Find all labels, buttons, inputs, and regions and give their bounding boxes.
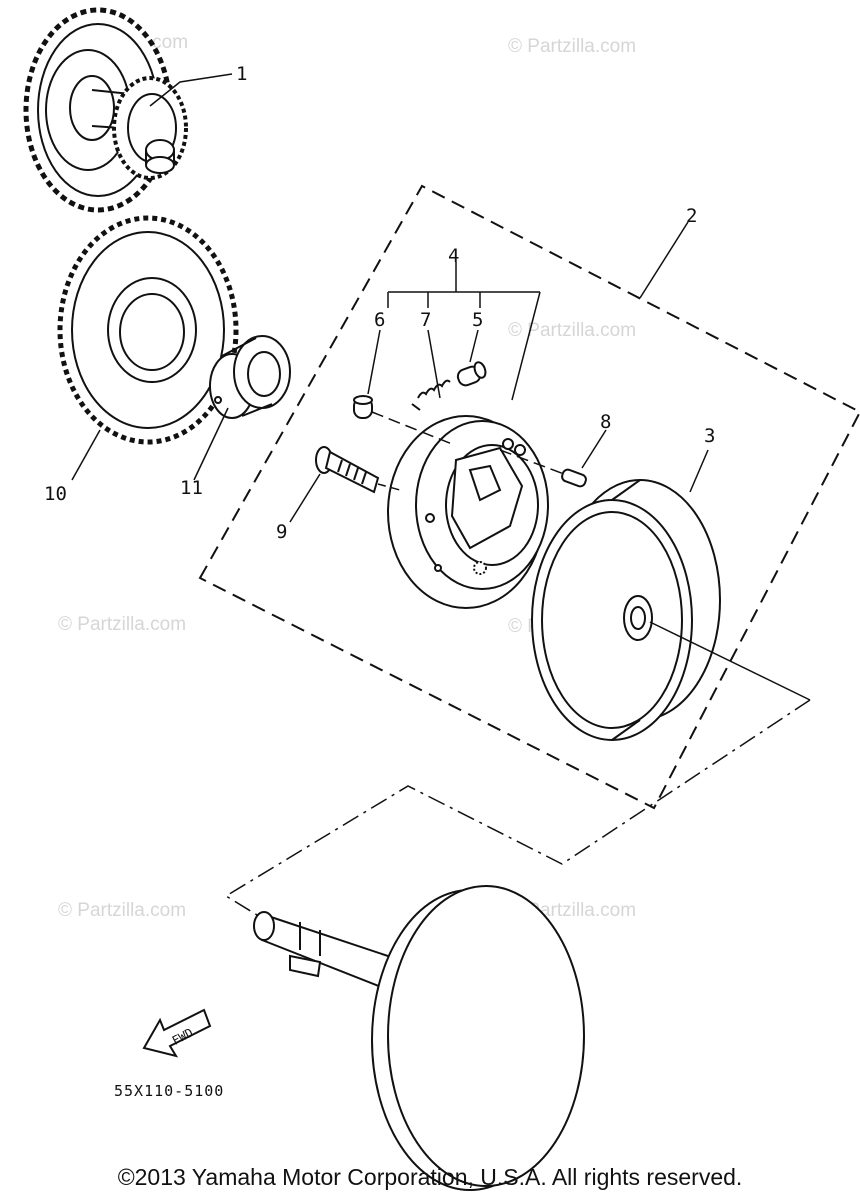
fwd-arrow: FWD bbox=[142, 1008, 212, 1058]
callout-11: 11 bbox=[180, 477, 203, 499]
diagram-part-code: 55X110-5100 bbox=[114, 1082, 224, 1100]
callout-labels: 1 2 3 4 5 6 7 8 9 10 11 bbox=[44, 63, 715, 543]
part-clutch-body bbox=[387, 415, 549, 609]
callout-1: 1 bbox=[236, 63, 247, 85]
part-5-plunger bbox=[456, 361, 487, 387]
callout-2: 2 bbox=[686, 205, 697, 227]
copyright-notice: ©2013 Yamaha Motor Corporation, U.S.A. A… bbox=[117, 1164, 743, 1190]
part-1-compound-gear bbox=[23, 7, 188, 213]
callout-3: 3 bbox=[704, 425, 715, 447]
part-6-roller bbox=[353, 395, 373, 419]
callout-8: 8 bbox=[600, 411, 611, 433]
part-8-pin bbox=[561, 468, 587, 488]
callout-9: 9 bbox=[276, 521, 287, 543]
watermark: © Partzilla.com bbox=[58, 614, 186, 635]
part-9-bolt bbox=[315, 446, 380, 494]
part-3-starter-wheel bbox=[531, 479, 721, 741]
callout-5: 5 bbox=[472, 309, 483, 331]
watermark: © Partzilla.com bbox=[58, 900, 186, 921]
part-11-bushing bbox=[209, 335, 291, 419]
callout-10: 10 bbox=[44, 483, 67, 505]
part-7-spring bbox=[411, 379, 451, 411]
watermark: © Partzilla.com bbox=[508, 320, 636, 341]
leader-lines bbox=[71, 73, 811, 919]
callout-6: 6 bbox=[374, 309, 385, 331]
watermark: © Partzilla.com bbox=[508, 36, 636, 57]
part-10-driven-gear bbox=[57, 215, 239, 445]
callout-4: 4 bbox=[448, 245, 459, 267]
callout-7: 7 bbox=[420, 309, 431, 331]
part-crankshaft-flywheel bbox=[253, 885, 585, 1191]
